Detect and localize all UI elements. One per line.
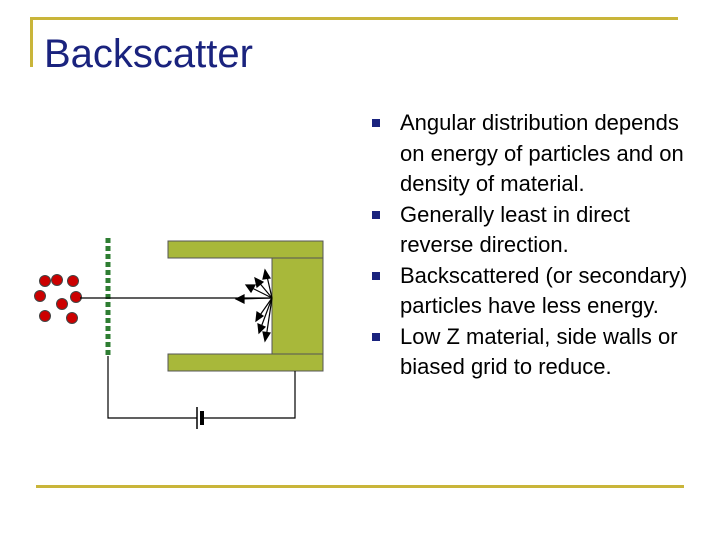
- cup-bottom-wall: [167, 353, 324, 372]
- square-bullet-icon: [372, 119, 380, 127]
- faraday-cup: [167, 240, 324, 372]
- bullet-item: Generally least in direct reverse direct…: [368, 200, 688, 261]
- bullet-list: Angular distribution depends on energy o…: [368, 108, 688, 383]
- particle: [66, 312, 78, 324]
- square-bullet-icon: [372, 210, 380, 219]
- bullet-text: Low Z material, side walls or biased gri…: [400, 323, 678, 380]
- bullet-item: Backscattered (or secondary) particles h…: [368, 261, 688, 322]
- bullet-text: Angular distribution depends on energy o…: [400, 110, 684, 196]
- particle-cluster: [34, 274, 82, 324]
- particle: [34, 290, 46, 302]
- bullet-text: Backscattered (or secondary) particles h…: [400, 262, 688, 319]
- frame-left-rule: [30, 17, 33, 67]
- square-bullet-icon: [372, 332, 380, 341]
- slide-title: Backscatter: [44, 32, 253, 76]
- bullet-item: Low Z material, side walls or biased gri…: [368, 322, 688, 383]
- bias-circuit: [107, 356, 296, 429]
- square-bullet-icon: [372, 271, 380, 280]
- frame-bottom-rule: [36, 485, 684, 488]
- particle: [56, 298, 68, 310]
- particle: [67, 275, 79, 287]
- backscatter-arrows: [234, 268, 273, 343]
- cup-top-wall: [167, 240, 324, 259]
- particle: [39, 275, 51, 287]
- particle: [39, 310, 51, 322]
- particle: [70, 291, 82, 303]
- bullet-text: Generally least in direct reverse direct…: [400, 201, 630, 258]
- frame-top-rule: [30, 17, 678, 20]
- particle: [51, 274, 63, 286]
- cup-back-wall: [271, 257, 324, 355]
- bullet-item: Angular distribution depends on energy o…: [368, 108, 688, 200]
